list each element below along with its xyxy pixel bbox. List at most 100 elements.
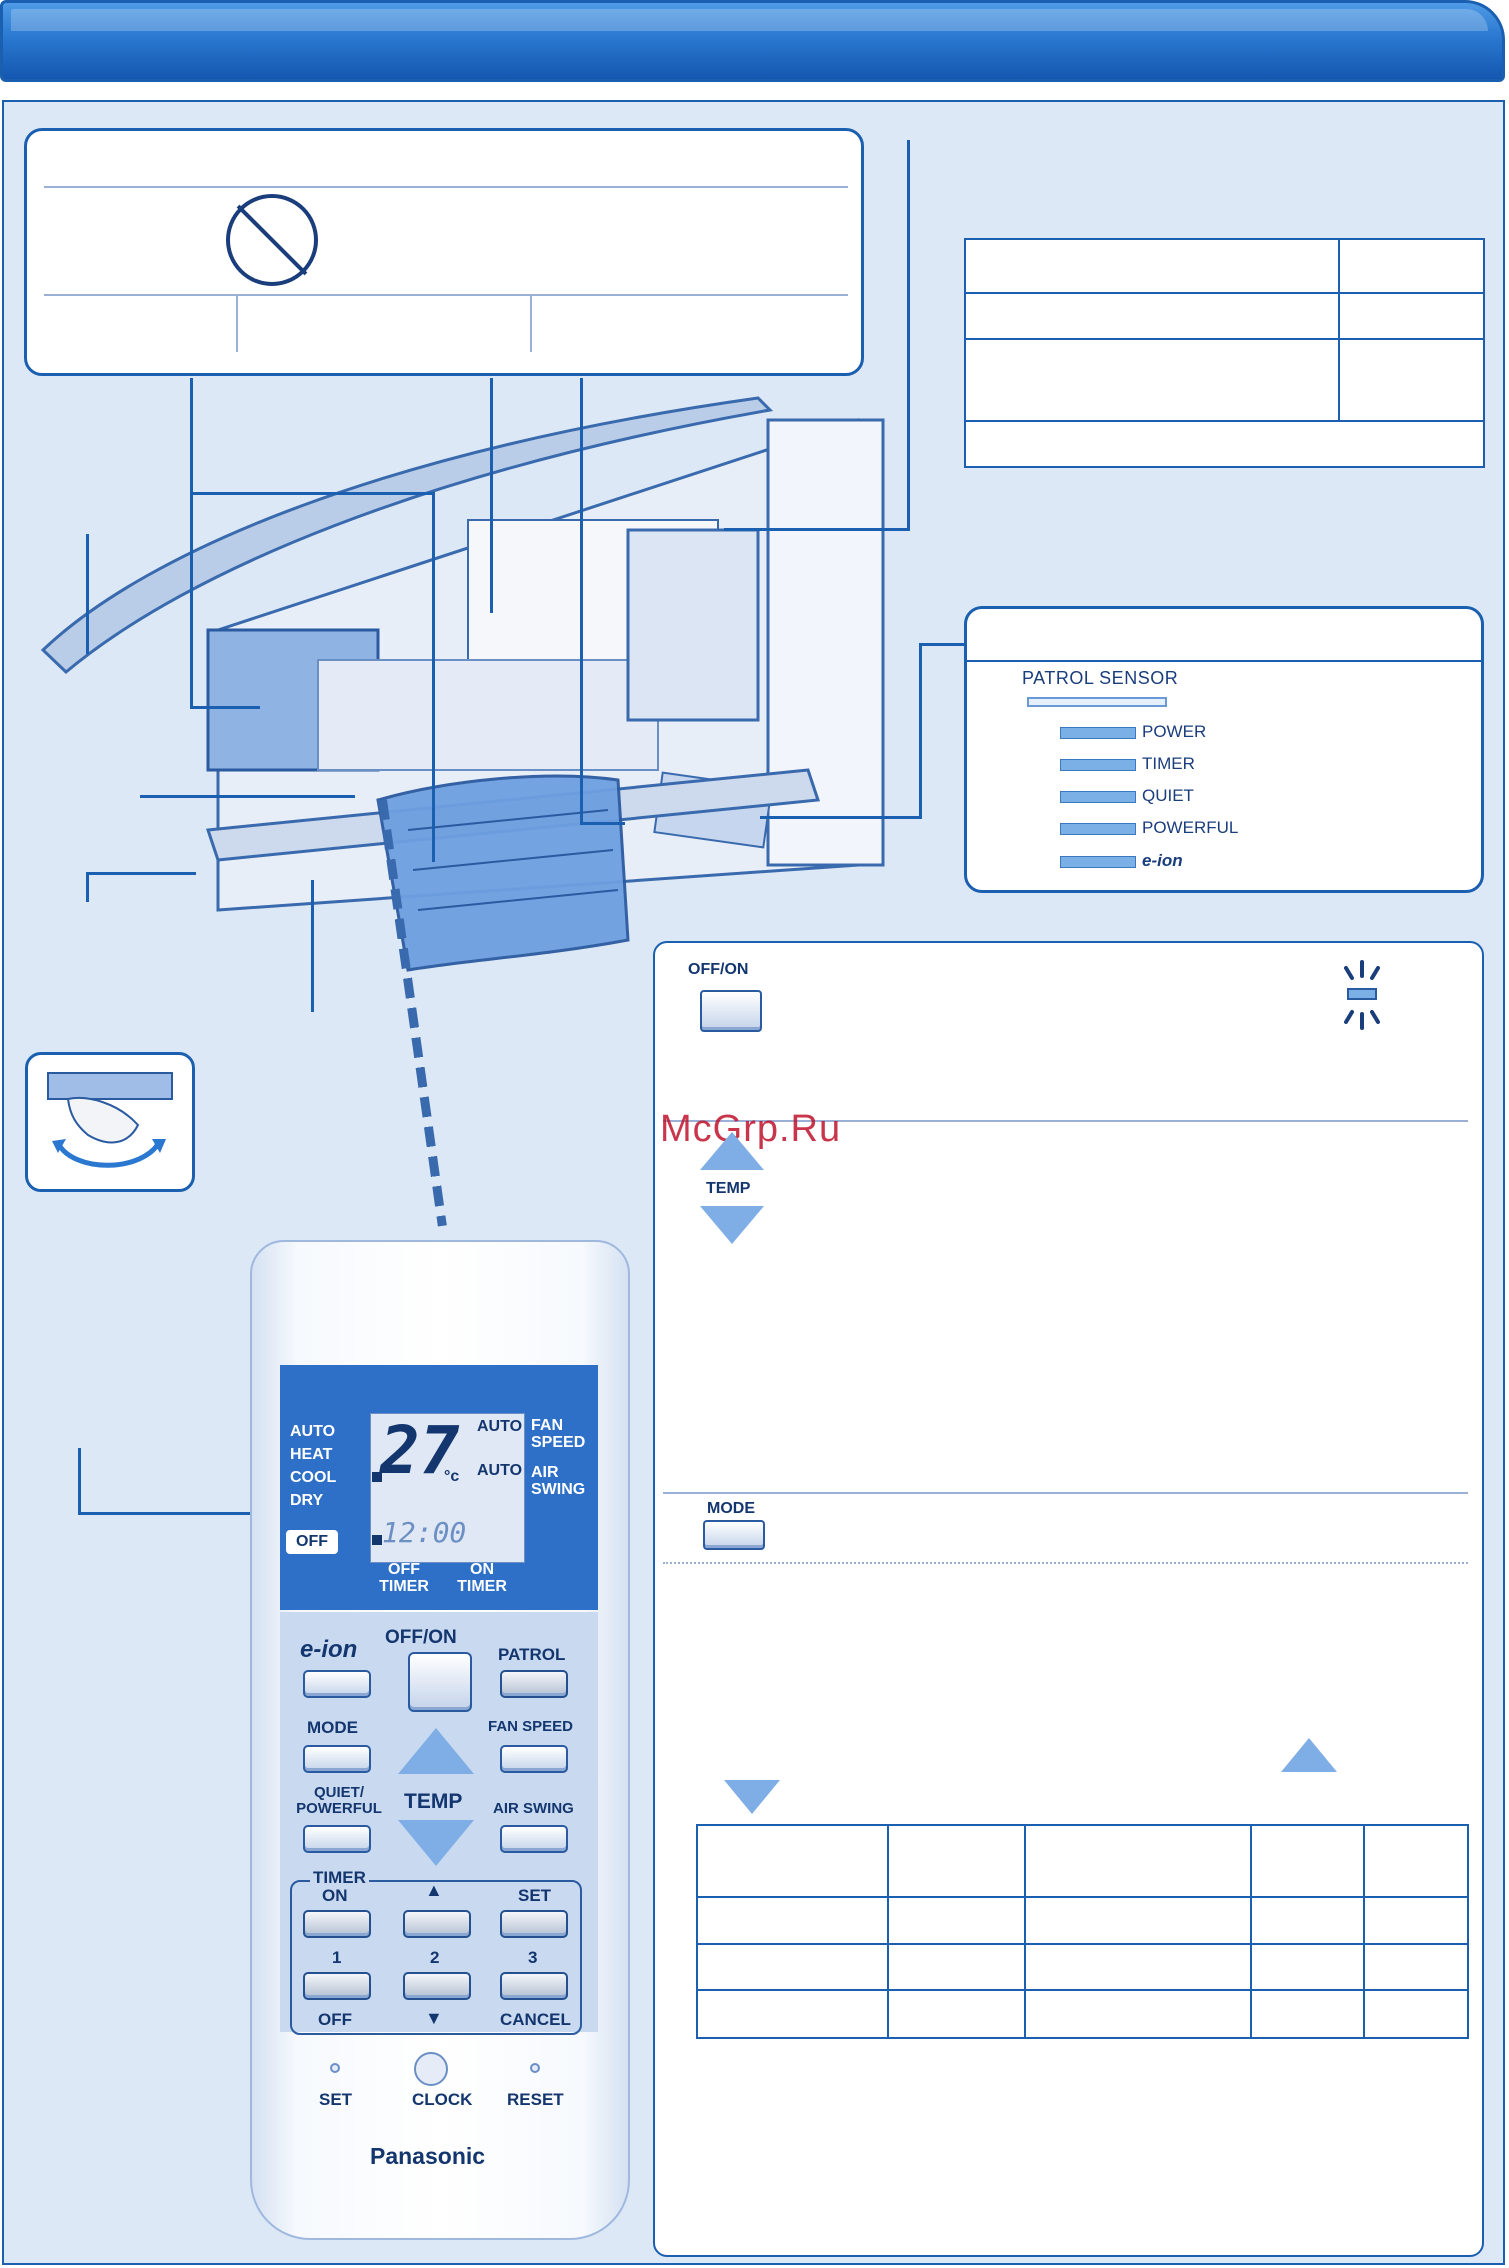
leader-line	[919, 643, 922, 818]
spec-table	[964, 238, 1485, 468]
timer-off-button[interactable]	[303, 1972, 371, 2000]
off-tag: OFF	[286, 1530, 338, 1554]
off-btn-label: OFF	[318, 2010, 352, 2029]
leader-line	[580, 378, 583, 823]
hour-up-button[interactable]	[403, 1910, 471, 1938]
air-filter	[376, 774, 630, 972]
louver-adjust-box	[25, 1052, 195, 1192]
timer-on-button[interactable]	[303, 1910, 371, 1938]
leader-line	[86, 534, 89, 654]
temp-up-button[interactable]	[398, 1728, 474, 1774]
fan-speed-button[interactable]	[500, 1745, 568, 1773]
air-swing-label: AIR SWING	[531, 1464, 586, 1498]
sensor-box	[964, 606, 1484, 893]
quiet-indicator	[1060, 791, 1136, 803]
hour-down-icon: ▼	[425, 2008, 443, 2028]
temperature-display: 27	[380, 1412, 460, 1489]
leader-line	[490, 378, 493, 613]
table-cell	[696, 1896, 889, 1945]
table-cell	[1024, 1896, 1252, 1945]
table-cell	[696, 1942, 889, 1991]
lcd-indicator	[372, 1535, 382, 1545]
leader-line	[86, 872, 196, 875]
mode-label-auto: AUTO	[290, 1423, 336, 1440]
leader-line	[78, 1448, 81, 1514]
indicator-label: QUIET	[1142, 786, 1194, 805]
timer-cancel-button[interactable]	[500, 1972, 568, 2000]
table-cell	[887, 1896, 1026, 1945]
leader-line	[190, 492, 435, 495]
timer-section	[290, 1880, 582, 2035]
eion-label: e-ion	[300, 1636, 358, 1663]
timer-indicator	[1060, 759, 1136, 771]
divider	[44, 186, 848, 188]
hour-down-button[interactable]	[403, 1972, 471, 2000]
power-indicator	[1060, 727, 1136, 739]
off-timer-label: OFF TIMER	[379, 1561, 429, 1595]
mode-button[interactable]	[303, 1745, 371, 1773]
clock-display: 12:00	[382, 1516, 467, 1549]
eion-button[interactable]	[303, 1670, 371, 1698]
on-btn-label: ON	[322, 1886, 348, 1905]
header-bar	[0, 0, 1505, 82]
table-cell	[1024, 1942, 1252, 1991]
offon-button[interactable]	[408, 1652, 472, 1712]
leader-line	[580, 822, 625, 825]
temp-down-instr-icon	[700, 1206, 764, 1244]
table-cell	[887, 1823, 1026, 1899]
prohibited-icon	[226, 194, 318, 286]
table-cell	[1338, 338, 1485, 422]
table-cell	[964, 292, 1340, 340]
quiet-powerful-button[interactable]	[303, 1825, 371, 1853]
mode-label-cool: COOL	[290, 1469, 337, 1486]
table-cell	[1363, 1896, 1469, 1945]
table-cell	[887, 1988, 1026, 2040]
divider	[44, 294, 848, 296]
table-cell	[1024, 1988, 1252, 2040]
quiet-powerful-label: QUIET/ POWERFUL	[296, 1784, 382, 1817]
eion-indicator	[1060, 856, 1136, 868]
leader-line	[311, 880, 314, 1012]
blink-icon	[1344, 960, 1380, 1030]
table-cell	[1338, 238, 1485, 294]
cancel-btn-label: CANCEL	[500, 2010, 571, 2029]
clock-button[interactable]	[414, 2052, 448, 2086]
caution-box	[24, 128, 864, 376]
mode-instr-label: MODE	[707, 1500, 755, 1517]
leader-line	[86, 872, 89, 902]
timer-set-button[interactable]	[500, 1910, 568, 1938]
up-arrow-icon	[1281, 1738, 1337, 1772]
temp-down-button[interactable]	[398, 1820, 474, 1866]
reset-label: RESET	[507, 2090, 564, 2109]
table-cell	[964, 338, 1340, 422]
hand-icon	[47, 1072, 173, 1168]
mode-btn-label: MODE	[307, 1718, 358, 1737]
lcd-indicator	[372, 1472, 382, 1482]
divider	[663, 1120, 1468, 1122]
reset-pinhole[interactable]	[530, 2063, 540, 2073]
leader-line	[140, 795, 355, 798]
table-cell	[1024, 1823, 1252, 1899]
mode-label-heat: HEAT	[290, 1446, 333, 1463]
table-cell	[1338, 292, 1485, 340]
hour-up-icon: ▲	[425, 1880, 443, 1900]
air-swing-button[interactable]	[500, 1825, 568, 1853]
num-label: 1	[332, 1948, 342, 1967]
num-label: 3	[528, 1948, 538, 1967]
leader-line	[919, 643, 965, 646]
leader-line	[760, 816, 922, 819]
clock-label: CLOCK	[412, 2090, 473, 2109]
indicator-label: POWER	[1142, 722, 1207, 741]
timer-label: TIMER	[310, 1868, 369, 1888]
mode-table	[696, 1823, 1469, 2040]
table-cell	[1250, 1823, 1365, 1899]
lcd-auto-fan: AUTO	[477, 1418, 523, 1435]
heat-exchanger	[317, 659, 659, 771]
sensor-title: PATROL SENSOR	[1022, 668, 1179, 688]
offon-label: OFF/ON	[385, 1627, 457, 1648]
offon-instr-button	[700, 990, 762, 1032]
filter-grid	[407, 809, 619, 911]
patrol-button[interactable]	[500, 1670, 568, 1698]
set-pinhole[interactable]	[330, 2063, 340, 2073]
leader-line	[907, 140, 910, 530]
